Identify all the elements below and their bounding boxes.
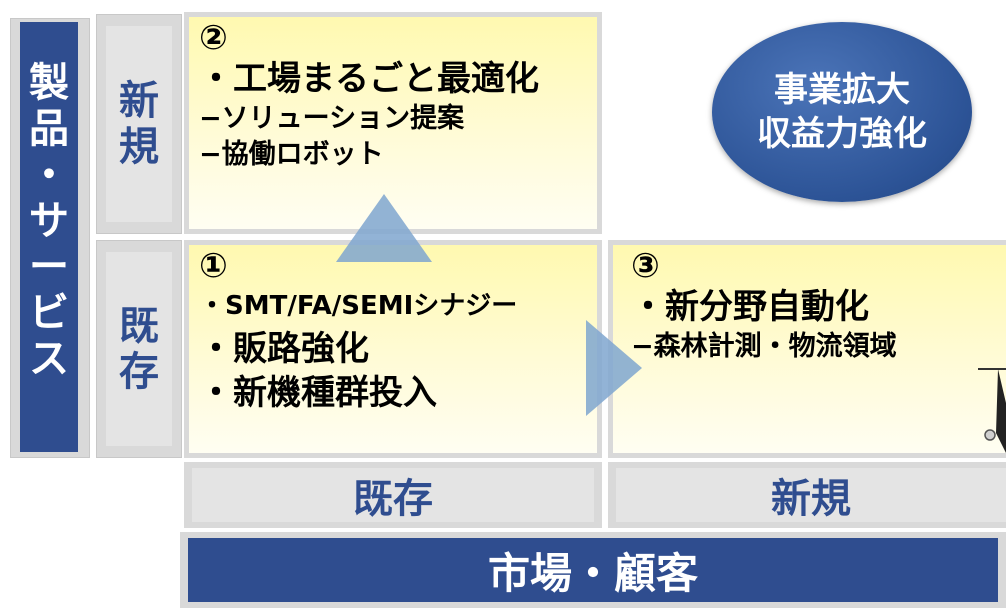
horizontal-axis-frame: 市場・顧客 (180, 532, 1006, 608)
arrow-up-icon (336, 194, 432, 262)
quadrant-number: ① (199, 246, 228, 286)
goal-ellipse: 事業拡大 収益力強化 (712, 22, 972, 202)
quadrant-3-content: ③ ・新分野自動化 −森林計測・物流領域 (613, 245, 1006, 453)
quadrant-item: ・工場まるごと最適化 (199, 59, 539, 99)
quadrant-3: ③ ・新分野自動化 −森林計測・物流領域 (608, 240, 1006, 458)
quadrant-number: ③ (631, 246, 660, 286)
quadrant-2: ② ・工場まるごと最適化 −ソリューション提案 −協働ロボット (184, 12, 602, 234)
row-label-existing: 既 存 (106, 252, 172, 446)
quadrant-item: ・販路強化 (199, 329, 369, 369)
quadrant-1: ① ・SMT/FA/SEMIシナジー ・販路強化 ・新機種群投入 (184, 240, 602, 458)
quadrant-1-content: ① ・SMT/FA/SEMIシナジー ・販路強化 ・新機種群投入 (189, 245, 597, 453)
axis-char: ス (29, 336, 69, 382)
row-char: 存 (119, 349, 159, 395)
drone-icon (978, 368, 1006, 453)
column-label-existing: 既存 (192, 468, 594, 522)
column-label-existing-frame: 既存 (184, 462, 602, 528)
column-label-new-frame: 新規 (608, 462, 1006, 528)
horizontal-axis-label: 市場・顧客 (188, 538, 998, 602)
quadrant-number: ② (199, 18, 228, 58)
row-char: 規 (119, 124, 159, 170)
axis-char: ー (29, 244, 69, 290)
arrow-right-icon (586, 320, 642, 416)
column-label-new: 新規 (616, 468, 1006, 522)
row-char: 既 (119, 303, 159, 349)
row-char: 新 (119, 78, 159, 124)
row-label-new: 新 規 (106, 26, 172, 222)
axis-char: サ (29, 198, 69, 244)
quadrant-item: ・SMT/FA/SEMIシナジー (199, 291, 518, 321)
goal-line: 収益力強化 (757, 114, 927, 154)
quadrant-item: ・新分野自動化 (631, 287, 869, 327)
goal-line: 事業拡大 (774, 70, 910, 110)
axis-char: ビ (29, 290, 69, 336)
quadrant-subitem: −ソリューション提案 (199, 103, 465, 134)
axis-char: 製 (29, 60, 69, 106)
quadrant-item: ・新機種群投入 (199, 373, 437, 413)
quadrant-2-content: ② ・工場まるごと最適化 −ソリューション提案 −協働ロボット (189, 17, 597, 229)
row-label-existing-frame: 既 存 (96, 240, 182, 458)
row-label-new-frame: 新 規 (96, 14, 182, 234)
quadrant-subitem: −協働ロボット (199, 139, 384, 170)
axis-char: 品 (29, 106, 69, 152)
axis-char: ・ (29, 152, 69, 198)
quadrant-subitem: −森林計測・物流領域 (631, 331, 897, 362)
vertical-axis-label: 製 品 ・ サ ー ビ ス (20, 22, 78, 452)
